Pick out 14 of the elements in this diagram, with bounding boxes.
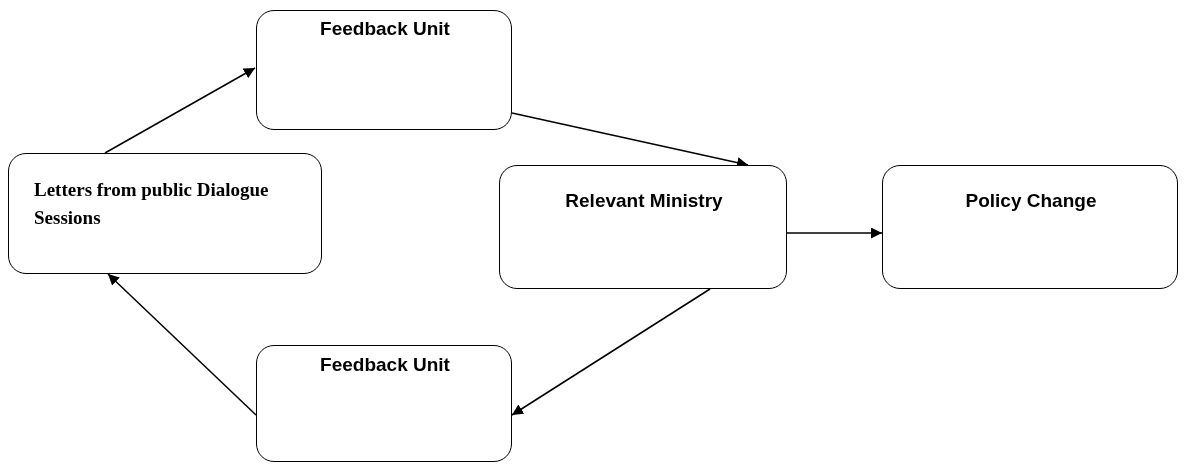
- process-box: [256, 10, 512, 130]
- arrow: [104, 67, 256, 154]
- process-box: [256, 345, 512, 462]
- process-box: [499, 165, 787, 289]
- box-label: Feedback Unit: [319, 354, 451, 376]
- process-box: [8, 153, 322, 274]
- box-label: Feedback Unit: [319, 18, 451, 40]
- arrow: [107, 273, 257, 416]
- arrow: [786, 227, 883, 239]
- box-label: Policy Change: [964, 190, 1098, 212]
- box-label: Letters from public Dialogue Sessions: [34, 178, 270, 230]
- box-label: Relevant Ministry: [564, 190, 724, 212]
- process-box: [882, 165, 1178, 289]
- arrow: [511, 288, 711, 416]
